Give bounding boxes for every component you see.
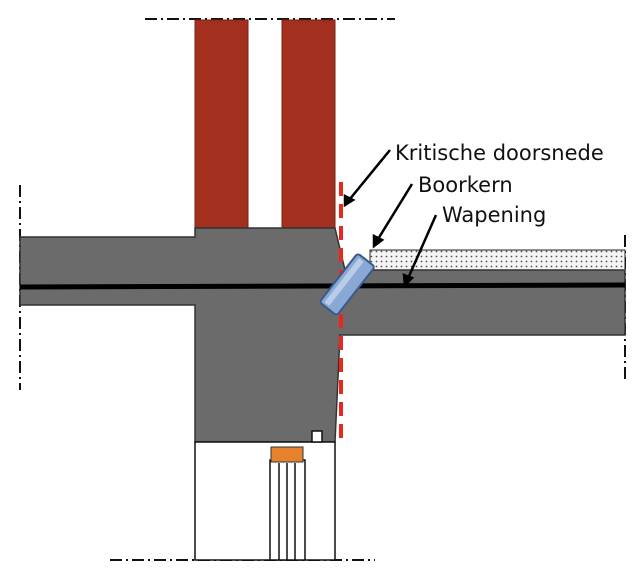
- label-critical-section: Kritische doorsnede: [395, 141, 604, 165]
- brick-wall-left: [194, 19, 249, 229]
- lower-wall: [194, 441, 336, 561]
- insulation-layer: [369, 249, 626, 273]
- small-gap-block: [311, 430, 323, 443]
- lower-support: [194, 430, 336, 561]
- core-leader: [373, 183, 414, 245]
- drill-core-highlight: [324, 258, 364, 306]
- critical-section-arrowhead: [343, 193, 356, 208]
- critical-section-leader: [344, 149, 391, 206]
- reinforcement-leader: [404, 214, 438, 284]
- label-reinforcement: Wapening: [442, 203, 546, 227]
- concrete-body: [19, 227, 626, 443]
- core-arrowhead: [372, 233, 385, 249]
- brick-wall-right: [281, 19, 336, 229]
- label-core: Boorkern: [418, 173, 513, 197]
- reinforcement-arrowhead: [402, 273, 415, 288]
- bearing-block: [270, 446, 304, 463]
- reinforcement-bar: [19, 282, 626, 290]
- leader-lines: [343, 149, 438, 288]
- drill-core: [319, 253, 375, 316]
